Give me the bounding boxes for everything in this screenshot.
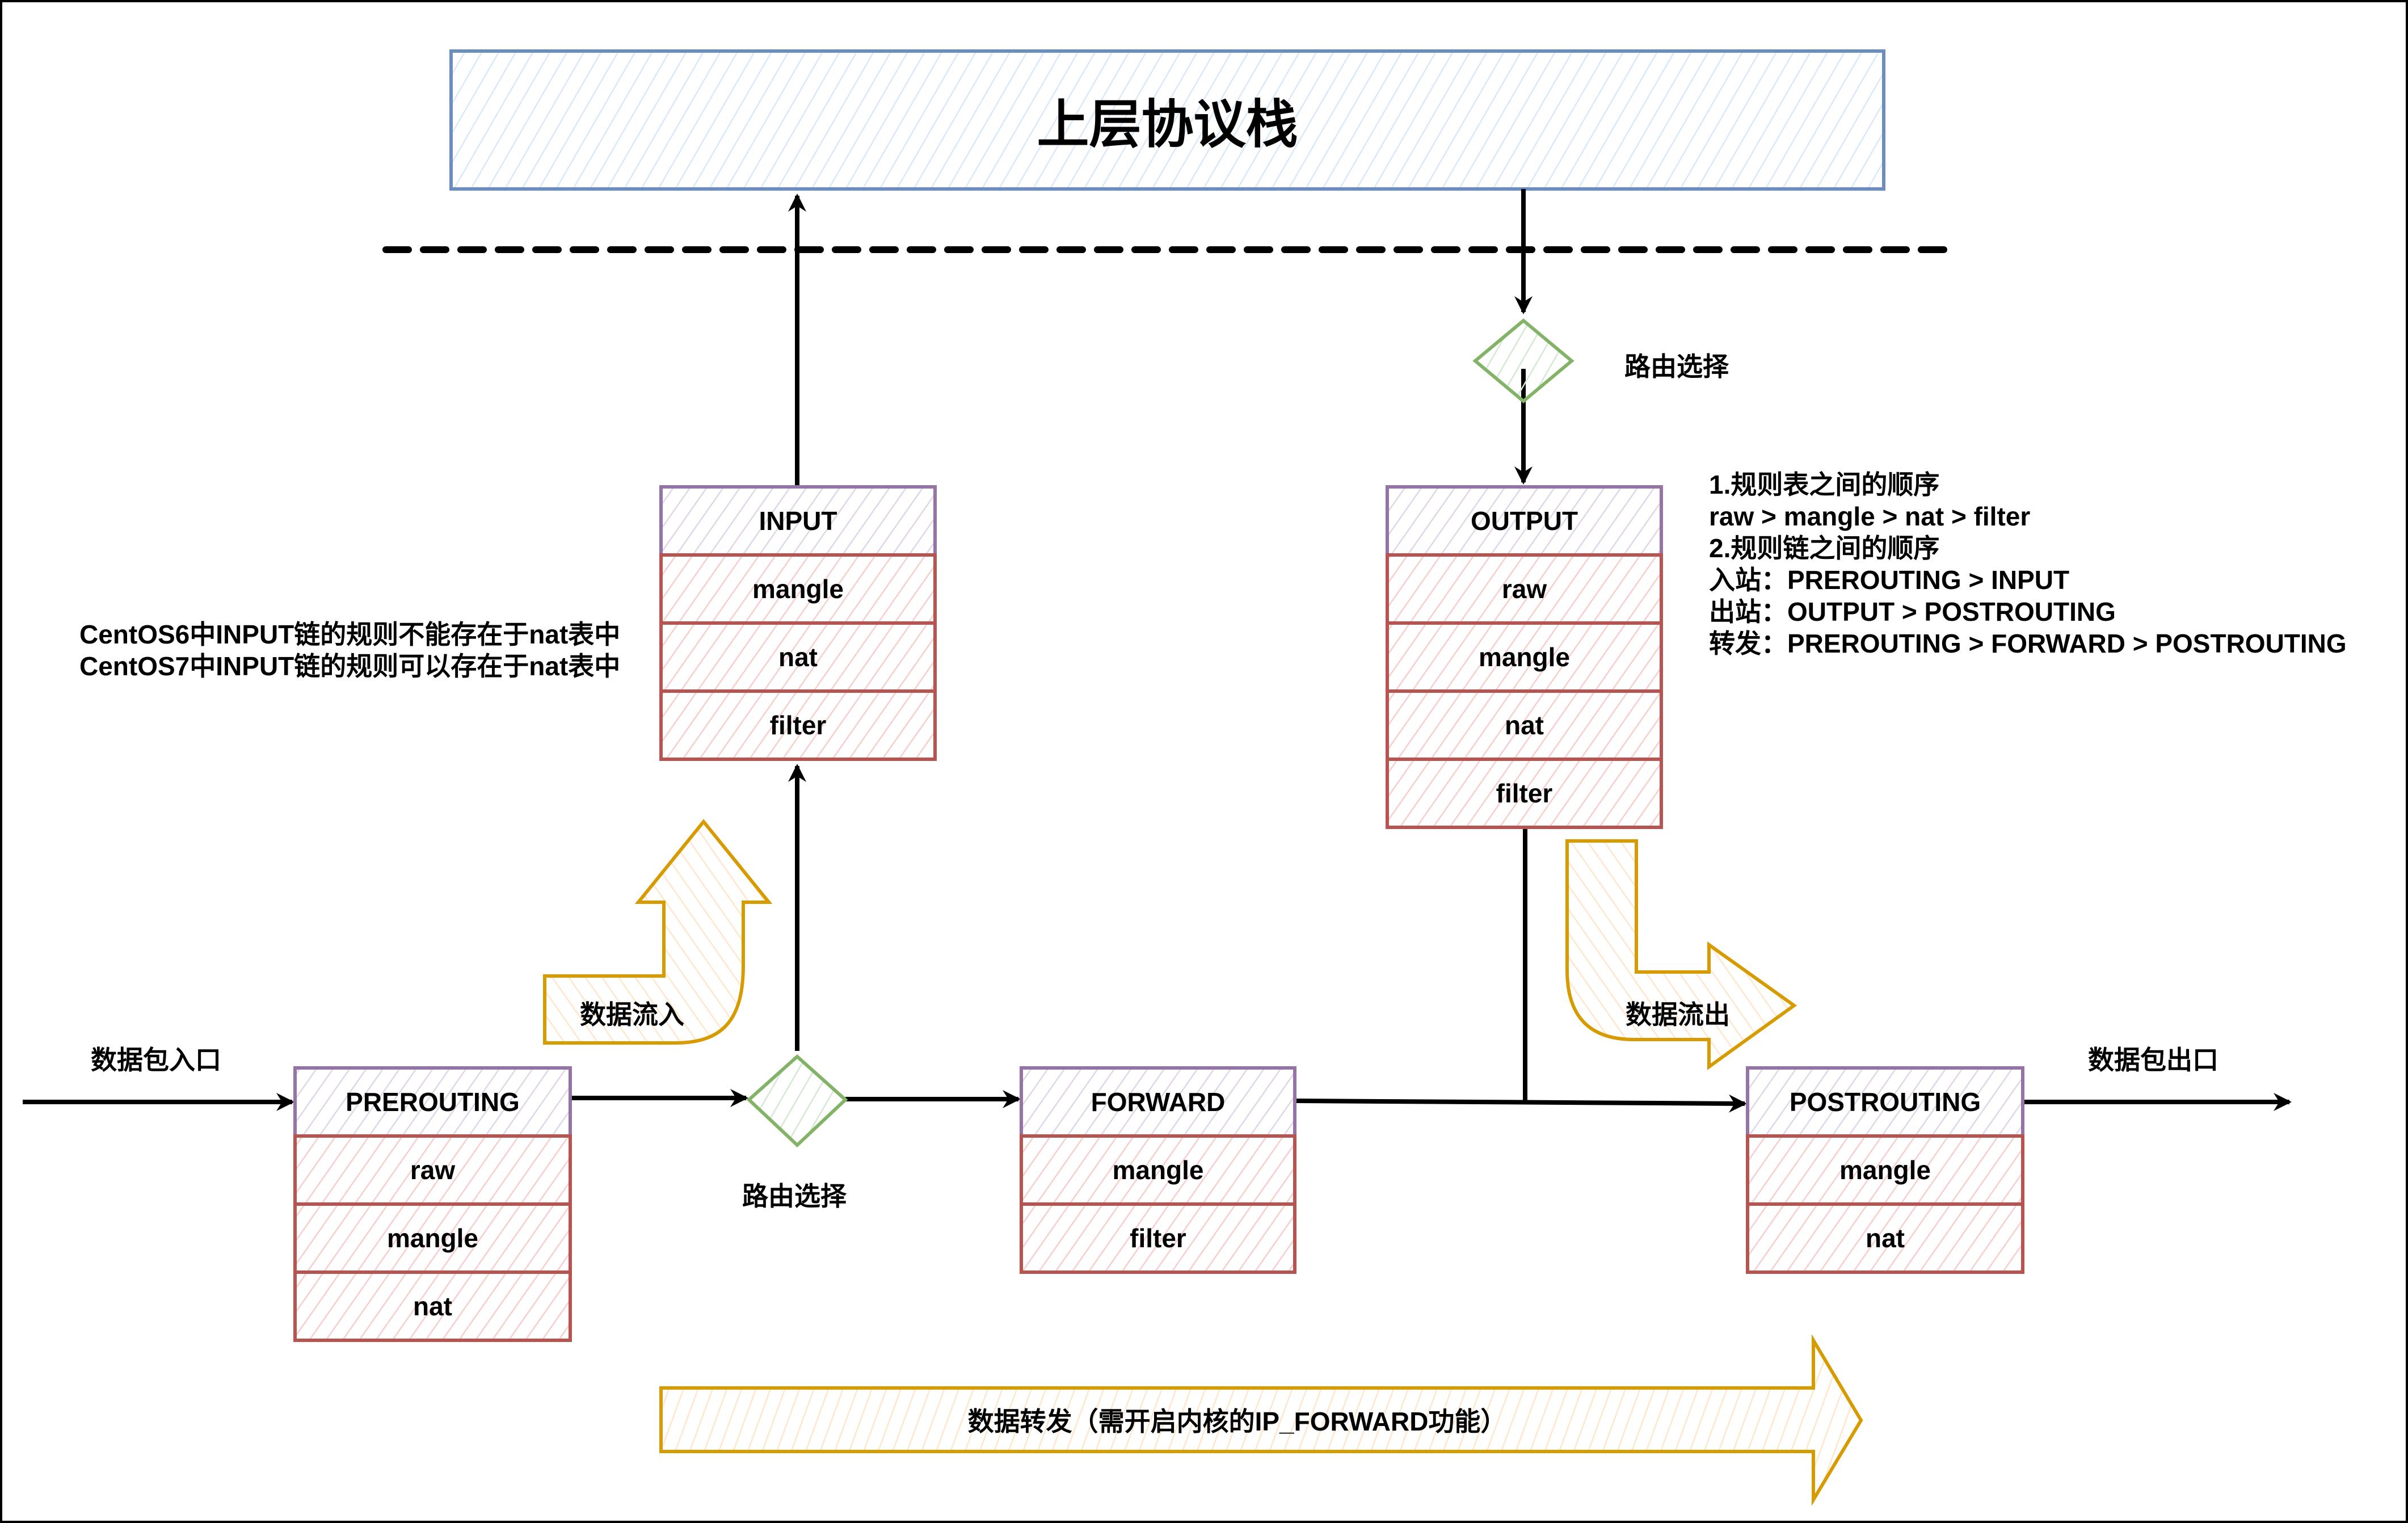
input-table-label: mangle (752, 574, 844, 604)
forward-table-label: filter (1130, 1223, 1186, 1253)
data-forward-label: 数据转发（需开启内核的IP_FORWARD功能） (967, 1407, 1507, 1436)
upper-protocol-stack-label: 上层协议栈 (1037, 96, 1298, 154)
prerouting-table-label: mangle (386, 1223, 479, 1253)
order-note: 1.规则表之间的顺序 raw > mangle > nat > filter 2… (1709, 469, 2347, 659)
postrouting-table-label: nat (1866, 1223, 1905, 1253)
upper-protocol-stack-box (449, 49, 1885, 191)
input-table-label: filter (769, 710, 827, 740)
centos-note-line: CentOS6中INPUT链的规则不能存在于nat表中 (79, 620, 621, 649)
data-in-arrow (543, 819, 773, 1045)
output-table-label: filter (1496, 779, 1553, 808)
output-table-label: raw (1501, 574, 1547, 604)
input-chain-label: INPUT (759, 506, 837, 536)
postrouting-table-label: mangle (1839, 1155, 1931, 1185)
prerouting-table-cell (293, 1134, 572, 1206)
output-table-cell (1386, 553, 1663, 625)
prerouting-table-cell (293, 1202, 572, 1274)
order-note-line: 1.规则表之间的顺序 (1709, 470, 1940, 499)
output-chain-label: OUTPUT (1470, 506, 1578, 536)
input-table-cell (659, 689, 937, 761)
data-in-label: 数据流入 (580, 1000, 684, 1029)
order-note-line: 转发：PREROUTING > FORWARD > POSTROUTING (1709, 629, 2347, 658)
centos-note-line: CentOS7中INPUT链的规则可以存在于nat表中 (79, 651, 621, 681)
route-decision-top-label: 路由选择 (1624, 352, 1729, 381)
output-table-cell (1386, 758, 1663, 829)
output-table-cell (1386, 689, 1663, 761)
route-decision-top (1472, 318, 1575, 403)
data-out-arrow (1565, 839, 1797, 1070)
order-note-line: 出站：OUTPUT > POSTROUTING (1709, 597, 2116, 626)
output-chain-header (1386, 485, 1663, 557)
forward-table-cell (1020, 1134, 1296, 1206)
packet-in-label: 数据包入口 (91, 1045, 221, 1075)
arrow-forward-to-postrouting (1294, 1094, 1747, 1113)
forward-chain-label: FORWARD (1091, 1087, 1226, 1117)
order-note-line: raw > mangle > nat > filter (1709, 502, 2031, 531)
route-decision-bottom-label: 路由选择 (742, 1181, 847, 1211)
input-table-cell (659, 553, 937, 625)
order-note-line: 入站：PREROUTING > INPUT (1709, 565, 2070, 595)
forward-table-cell (1020, 1202, 1296, 1274)
prerouting-table-label: raw (410, 1155, 456, 1185)
output-table-label: nat (1505, 710, 1544, 740)
centos-note: CentOS6中INPUT链的规则不能存在于nat表中 CentOS7中INPU… (79, 619, 620, 682)
route-decision-bottom (746, 1054, 848, 1148)
input-chain-header (659, 485, 937, 557)
forward-chain-header (1020, 1066, 1296, 1138)
data-forward-arrow (659, 1334, 1863, 1506)
packet-out-label: 数据包出口 (2088, 1045, 2218, 1075)
prerouting-table-label: nat (413, 1291, 452, 1321)
postrouting-chain-label: POSTROUTING (1789, 1087, 1981, 1117)
output-table-label: mangle (1478, 642, 1571, 672)
postrouting-chain-header (1746, 1066, 2024, 1138)
input-table-label: nat (778, 642, 818, 672)
prerouting-chain-header (293, 1066, 572, 1138)
output-table-cell (1386, 621, 1663, 693)
input-table-cell (659, 621, 937, 693)
prerouting-chain-label: PREROUTING (346, 1087, 520, 1117)
data-out-label: 数据流出 (1626, 1000, 1730, 1029)
prerouting-table-cell (293, 1270, 572, 1342)
forward-table-label: mangle (1112, 1155, 1204, 1185)
order-note-line: 2.规则链之间的顺序 (1709, 533, 1940, 563)
postrouting-table-cell (1746, 1202, 2024, 1274)
